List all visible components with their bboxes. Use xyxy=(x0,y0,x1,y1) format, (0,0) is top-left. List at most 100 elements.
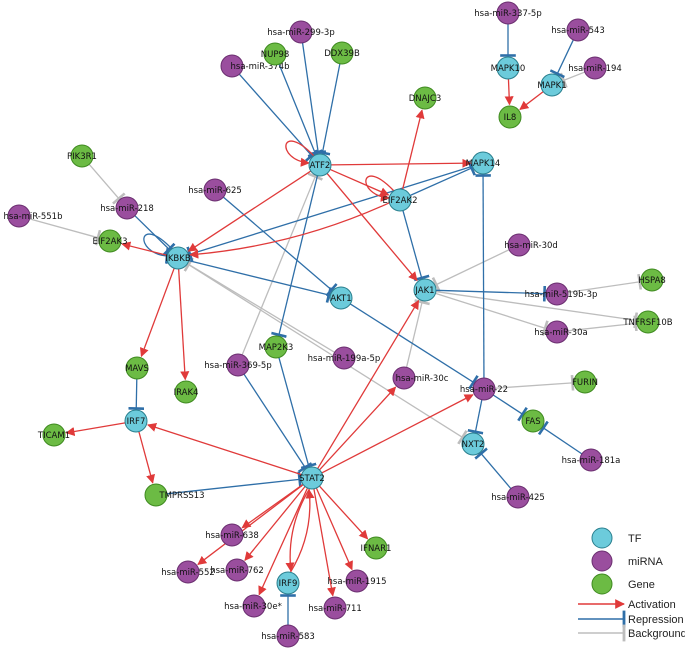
node-NXT2[interactable]: NXT2 xyxy=(461,432,485,456)
edge-repression-mir22-FAS xyxy=(492,394,528,422)
node-MAVS[interactable]: MAVS xyxy=(125,356,149,380)
node-mir218[interactable]: hsa-miR-218 xyxy=(100,196,154,220)
node-DNAJC3[interactable]: DNAJC3 xyxy=(409,86,442,110)
node-MAPK1[interactable]: MAPK1 xyxy=(537,73,567,97)
node-label: hsa-miR-638 xyxy=(205,531,259,541)
edge-background-mir194-MAPK1 xyxy=(559,71,586,89)
node-label: IL8 xyxy=(504,113,517,123)
edge-background-mir519b-HSPA8 xyxy=(567,273,643,294)
gene-node-circle xyxy=(573,370,597,394)
node-mir369[interactable]: hsa-miR-369-5p xyxy=(204,353,272,377)
node-ATF2[interactable]: ATF2 xyxy=(308,153,332,177)
edges-layer xyxy=(29,24,643,625)
edge-activation-MAPK1-IL8 xyxy=(519,91,544,110)
node-DDX39B[interactable]: DDX39B xyxy=(324,41,360,65)
edge-background-JAK1-TNFRSF10B xyxy=(435,290,639,329)
node-IL8[interactable]: IL8 xyxy=(498,105,522,129)
node-label: NUP98 xyxy=(261,50,290,60)
mirna-node-circle xyxy=(332,346,356,370)
node-label: hsa-miR-543 xyxy=(551,26,605,36)
node-mir299[interactable]: hsa-miR-299-3p xyxy=(267,20,335,44)
node-mir551b[interactable]: hsa-miR-551b xyxy=(4,204,63,228)
legend-tf-label: TF xyxy=(628,533,642,545)
node-mir199a[interactable]: hsa-miR-199a-5p xyxy=(308,346,381,370)
node-mir711[interactable]: hsa-miR-711 xyxy=(308,596,362,620)
edge-activation-STAT2-mir1915 xyxy=(315,487,353,571)
node-TICAM1[interactable]: TICAM1 xyxy=(37,423,70,447)
node-label: hsa-miR-199a-5p xyxy=(308,354,381,364)
node-NUP98[interactable]: NUP98 xyxy=(261,42,290,66)
edge-activation-IRF7-TMPRSS13 xyxy=(138,431,155,484)
node-mir1915[interactable]: hsa-miR-1915 xyxy=(328,569,387,593)
node-mir337[interactable]: hsa-miR-337-5p xyxy=(474,1,542,25)
node-mir543[interactable]: hsa-miR-543 xyxy=(551,18,605,42)
edge-repression-MAP2K3-STAT2 xyxy=(278,357,317,470)
node-label: STAT2 xyxy=(299,474,325,484)
node-IKBKB[interactable]: IKBKB xyxy=(165,246,191,270)
node-mir30a[interactable]: hsa-miR-30a xyxy=(534,320,588,344)
node-mir552[interactable]: hsa-miR-552 xyxy=(161,560,215,584)
node-PIK3R1[interactable]: PIK3R1 xyxy=(67,144,97,168)
mirna-node-circle xyxy=(176,560,200,584)
edge-repression-DDX39B-ATF2 xyxy=(314,63,341,156)
gene-node-circle xyxy=(174,380,198,404)
node-FAS[interactable]: FAS xyxy=(521,409,545,433)
legend-background-label: Background xyxy=(628,628,685,640)
node-label: hsa-miR-181a xyxy=(562,456,621,466)
mirna-node-circle xyxy=(506,485,530,509)
tf-node-circle xyxy=(329,286,353,310)
node-mir374b[interactable]: hsa-miR-374b xyxy=(220,54,290,78)
node-IFNAR1[interactable]: IFNAR1 xyxy=(361,536,392,560)
node-IRAK4[interactable]: IRAK4 xyxy=(174,380,199,404)
node-EIF2AK2[interactable]: EIF2AK2 xyxy=(383,188,418,212)
edge-repression-mir181a-FAS xyxy=(537,420,583,455)
node-STAT2[interactable]: STAT2 xyxy=(299,466,325,490)
node-mir762[interactable]: hsa-miR-762 xyxy=(210,558,264,582)
node-TNFRSF10B[interactable]: TNFRSF10B xyxy=(622,310,673,334)
tf-node-circle xyxy=(388,188,412,212)
mirna-node-circle xyxy=(242,594,266,618)
edge-repression-mir543-MAPK1 xyxy=(549,39,574,79)
node-mir30d[interactable]: hsa-miR-30d xyxy=(504,233,558,257)
node-mir30e[interactable]: hsa-miR-30e* xyxy=(224,594,282,618)
node-mir30c[interactable]: hsa-miR-30c xyxy=(392,366,449,390)
node-mir519b[interactable]: hsa-miR-519b-3p xyxy=(525,282,598,306)
node-mir22[interactable]: hsa-miR-22 xyxy=(460,377,508,401)
node-mir194[interactable]: hsa-miR-194 xyxy=(568,56,622,80)
node-MAPK10[interactable]: MAPK10 xyxy=(491,56,526,80)
node-MAP2K3[interactable]: MAP2K3 xyxy=(259,335,294,359)
node-FURIN[interactable]: FURIN xyxy=(572,370,598,394)
node-AKT1[interactable]: AKT1 xyxy=(329,286,353,310)
mirna-node-circle xyxy=(226,353,250,377)
edge-repression-TMPRSS13-STAT2 xyxy=(166,471,302,495)
node-label: IRAK4 xyxy=(174,388,199,398)
edge-repression-NUP98-ATF2 xyxy=(278,63,324,158)
node-HSPA8[interactable]: HSPA8 xyxy=(638,268,666,292)
node-label: hsa-miR-711 xyxy=(308,604,362,614)
node-mir425[interactable]: hsa-miR-425 xyxy=(491,485,545,509)
tf-node-circle xyxy=(308,153,332,177)
node-label: hsa-miR-374b xyxy=(231,62,290,72)
edge-repression-AKT1-mir22 xyxy=(349,303,479,390)
node-mir638[interactable]: hsa-miR-638 xyxy=(205,523,259,547)
node-TMPRSS13[interactable]: TMPRSS13 xyxy=(144,483,205,507)
node-mir583[interactable]: hsa-miR-583 xyxy=(261,624,315,648)
node-IRF9[interactable]: IRF9 xyxy=(276,571,300,595)
node-mir181a[interactable]: hsa-miR-181a xyxy=(562,448,621,472)
node-label: hsa-miR-625 xyxy=(188,186,242,196)
node-label: hsa-miR-762 xyxy=(210,566,264,576)
gene-node-circle xyxy=(263,42,287,66)
node-label: AKT1 xyxy=(330,294,351,304)
edge-repression-MAVS-IRF7 xyxy=(128,378,145,410)
node-IRF7[interactable]: IRF7 xyxy=(124,409,148,433)
node-EIF2AK3[interactable]: EIF2AK3 xyxy=(93,229,128,253)
edge-background-JAK1-mir30a xyxy=(435,292,549,337)
node-MAPK14[interactable]: MAPK14 xyxy=(466,151,501,175)
node-label: hsa-miR-194 xyxy=(568,64,622,74)
node-JAK1[interactable]: JAK1 xyxy=(413,278,437,302)
node-label: hsa-miR-425 xyxy=(491,493,545,503)
gene-node-circle xyxy=(330,41,354,65)
edge-repression-JAK1-mir519b xyxy=(435,285,547,302)
node-mir625[interactable]: hsa-miR-625 xyxy=(188,178,242,202)
